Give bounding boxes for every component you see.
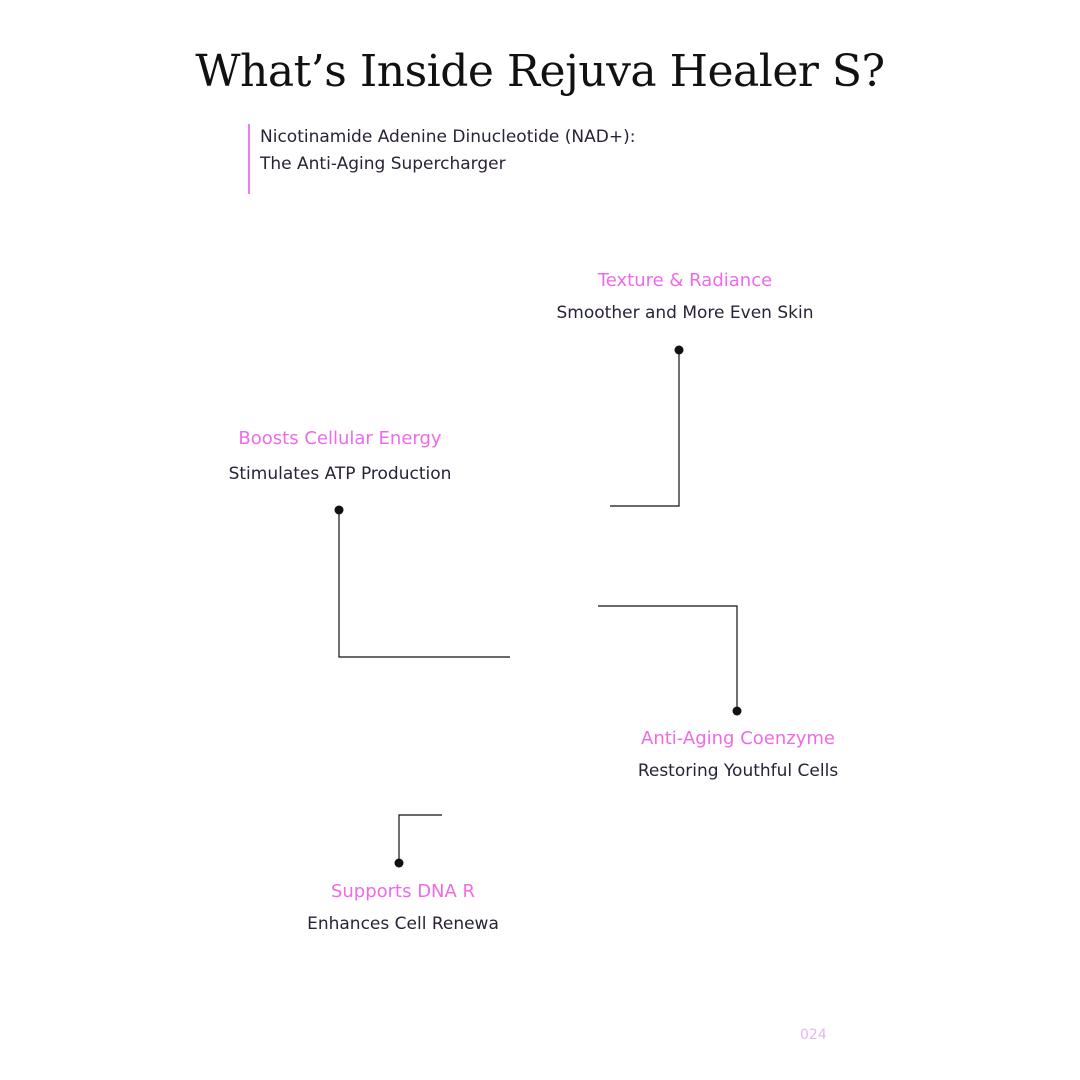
page-title: What’s Inside Rejuva Healer S?	[195, 46, 885, 97]
feature-subtitle: Stimulates ATP Production	[228, 464, 452, 484]
intro-line-2: The Anti-Aging Supercharger	[260, 154, 506, 174]
connector-dot	[732, 706, 742, 716]
feature-texture-radiance: Texture & Radiance Smoother and More Eve…	[552, 270, 818, 324]
feature-subtitle: Enhances Cell Renewa	[307, 914, 499, 934]
connector-dot	[394, 858, 404, 868]
connector-cellular-energy	[334, 505, 510, 658]
feature-cellular-energy: Boosts Cellular Energy Stimulates ATP Pr…	[220, 428, 460, 485]
feature-subtitle: Smoother and More Even Skin	[556, 303, 814, 323]
feature-anti-aging-coenzyme: Anti-Aging Coenzyme Restoring Youthful C…	[628, 728, 848, 782]
connector-dna-repair	[394, 814, 442, 868]
connector-texture-radiance	[610, 345, 684, 507]
feature-heading: Supports DNA R	[330, 881, 476, 902]
connector-dot	[674, 345, 684, 355]
feature-dna-repair: Supports DNA R Enhances Cell Renewa	[290, 881, 516, 935]
intro-line-1: Nicotinamide Adenine Dinucleotide (NAD+)…	[260, 127, 636, 147]
feature-heading: Boosts Cellular Energy	[238, 428, 442, 449]
connector-dot	[334, 505, 344, 515]
intro-block: Nicotinamide Adenine Dinucleotide (NAD+)…	[248, 124, 635, 194]
connector-anti-aging	[598, 605, 742, 716]
feature-heading: Anti-Aging Coenzyme	[641, 728, 835, 749]
feature-heading: Texture & Radiance	[597, 270, 773, 291]
footer-year: 024	[800, 1027, 827, 1043]
feature-subtitle: Restoring Youthful Cells	[637, 761, 839, 781]
